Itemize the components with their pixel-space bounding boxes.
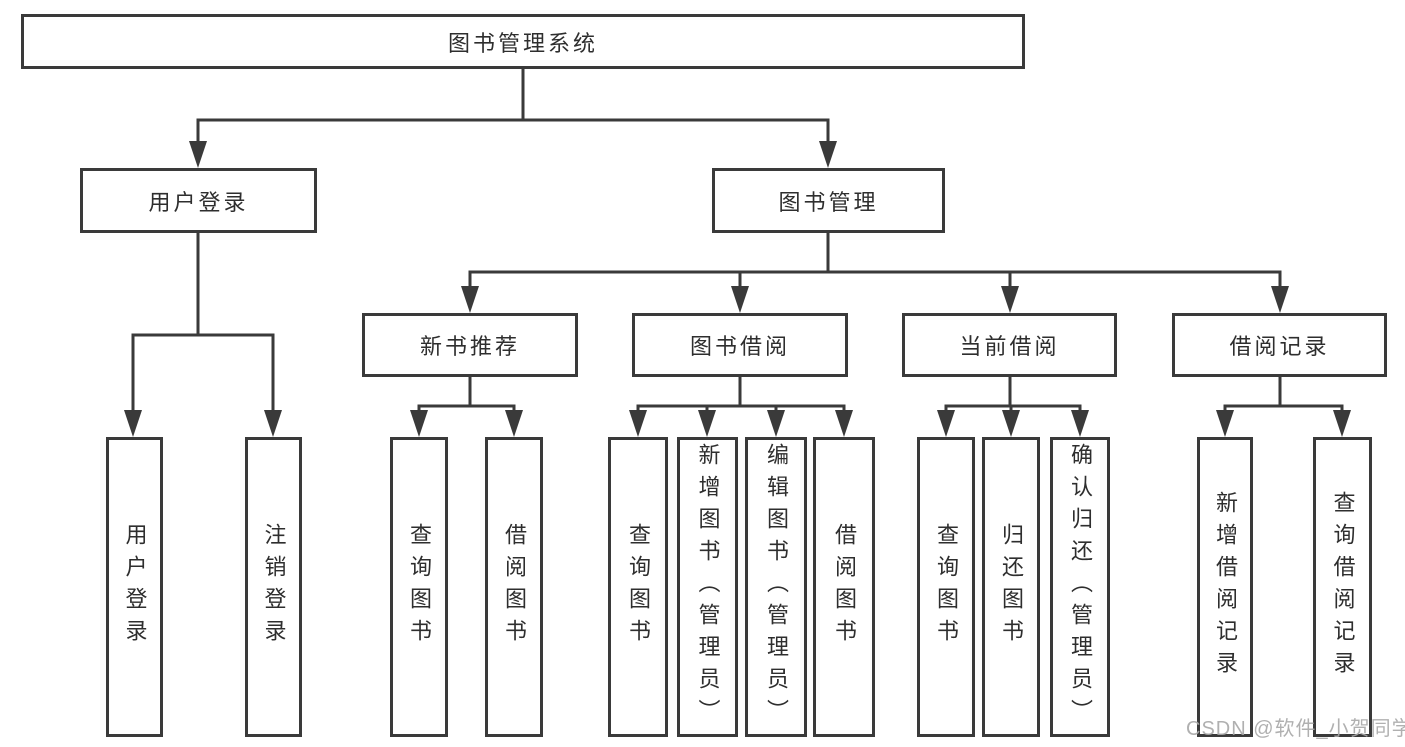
arrowhead — [1002, 410, 1020, 437]
node-book-borrowing: 图书借阅 — [632, 313, 848, 377]
leaf-return-books: 归还图书 — [982, 437, 1040, 737]
connector-bookborrowing-to-leaves — [636, 377, 846, 412]
leaf-query-books-recommend: 查询图书 — [390, 437, 448, 737]
arrowhead — [1071, 410, 1089, 437]
arrowhead — [410, 410, 428, 437]
arrowhead — [189, 141, 207, 168]
leaf-add-books-admin-label: 新增图书（管理员） — [695, 443, 721, 731]
leaf-logout: 注销登录 — [245, 437, 302, 737]
arrowhead — [937, 410, 955, 437]
leaf-query-borrow-record-label: 查询借阅记录 — [1330, 491, 1356, 683]
leaf-borrow-books-borrowing: 借阅图书 — [813, 437, 875, 737]
leaf-user-login: 用户登录 — [106, 437, 163, 737]
leaf-confirm-return-admin: 确认归还（管理员） — [1050, 437, 1110, 737]
node-book-borrowing-label: 图书借阅 — [689, 334, 790, 359]
node-user-login: 用户登录 — [80, 168, 317, 233]
node-new-book-recommend: 新书推荐 — [362, 313, 578, 377]
leaf-edit-books-admin: 编辑图书（管理员） — [745, 437, 807, 737]
leaf-query-books-borrowing-label: 查询图书 — [626, 523, 651, 651]
leaf-user-login-label: 用户登录 — [122, 523, 148, 651]
leaf-borrow-books-recommend: 借阅图书 — [485, 437, 543, 737]
arrowhead — [1001, 286, 1019, 313]
arrowhead — [505, 410, 523, 437]
connector-bookmgmt-to-level3 — [468, 233, 1282, 288]
leaf-query-books-current-label: 查询图书 — [934, 523, 959, 651]
leaf-query-books-borrowing: 查询图书 — [608, 437, 668, 737]
arrowhead — [461, 286, 479, 313]
connector-newbookrec-to-leaves — [417, 377, 516, 412]
connector-root-to-level2 — [196, 69, 830, 145]
arrowhead — [698, 410, 716, 437]
leaf-query-books-recommend-label: 查询图书 — [407, 523, 432, 651]
arrowhead — [731, 286, 749, 313]
node-user-login-label: 用户登录 — [148, 189, 249, 215]
leaf-edit-books-admin-label: 编辑图书（管理员） — [764, 443, 789, 731]
leaf-add-borrow-record: 新增借阅记录 — [1197, 437, 1253, 737]
leaf-add-borrow-record-label: 新增借阅记录 — [1213, 491, 1238, 683]
arrowhead — [1216, 410, 1234, 437]
arrowhead — [124, 410, 142, 437]
node-borrowing-records: 借阅记录 — [1172, 313, 1387, 377]
leaf-borrow-books-borrowing-label: 借阅图书 — [832, 523, 857, 651]
arrowhead — [767, 410, 785, 437]
arrowhead — [819, 141, 837, 168]
arrowhead — [629, 410, 647, 437]
leaf-query-books-current: 查询图书 — [917, 437, 975, 737]
leaf-borrow-books-recommend-label: 借阅图书 — [502, 523, 527, 651]
leaf-query-borrow-record: 查询借阅记录 — [1313, 437, 1372, 737]
node-book-management: 图书管理 — [712, 168, 945, 233]
arrowhead — [1271, 286, 1289, 313]
node-new-book-recommend-label: 新书推荐 — [419, 334, 520, 359]
node-current-borrowing: 当前借阅 — [902, 313, 1117, 377]
leaf-confirm-return-admin-label: 确认归还（管理员） — [1068, 443, 1093, 731]
node-root: 图书管理系统 — [21, 14, 1025, 69]
node-book-management-label: 图书管理 — [778, 189, 879, 215]
arrowhead — [835, 410, 853, 437]
leaf-return-books-label: 归还图书 — [999, 523, 1024, 651]
connector-borrowrecords-to-leaves — [1223, 377, 1344, 412]
leaf-add-books-admin: 新增图书（管理员） — [677, 437, 738, 737]
connector-currentborrowing-to-leaves — [944, 377, 1082, 412]
node-borrowing-records-label: 借阅记录 — [1229, 334, 1330, 359]
leaf-logout-label: 注销登录 — [261, 523, 287, 651]
node-root-label: 图书管理系统 — [447, 30, 598, 56]
node-current-borrowing-label: 当前借阅 — [959, 334, 1060, 359]
arrowhead — [1333, 410, 1351, 437]
connector-userlogin-to-leaves — [131, 233, 275, 412]
csdn-watermark: CSDN @软件_小贺同学 — [1186, 718, 1405, 740]
arrowhead — [264, 410, 282, 437]
